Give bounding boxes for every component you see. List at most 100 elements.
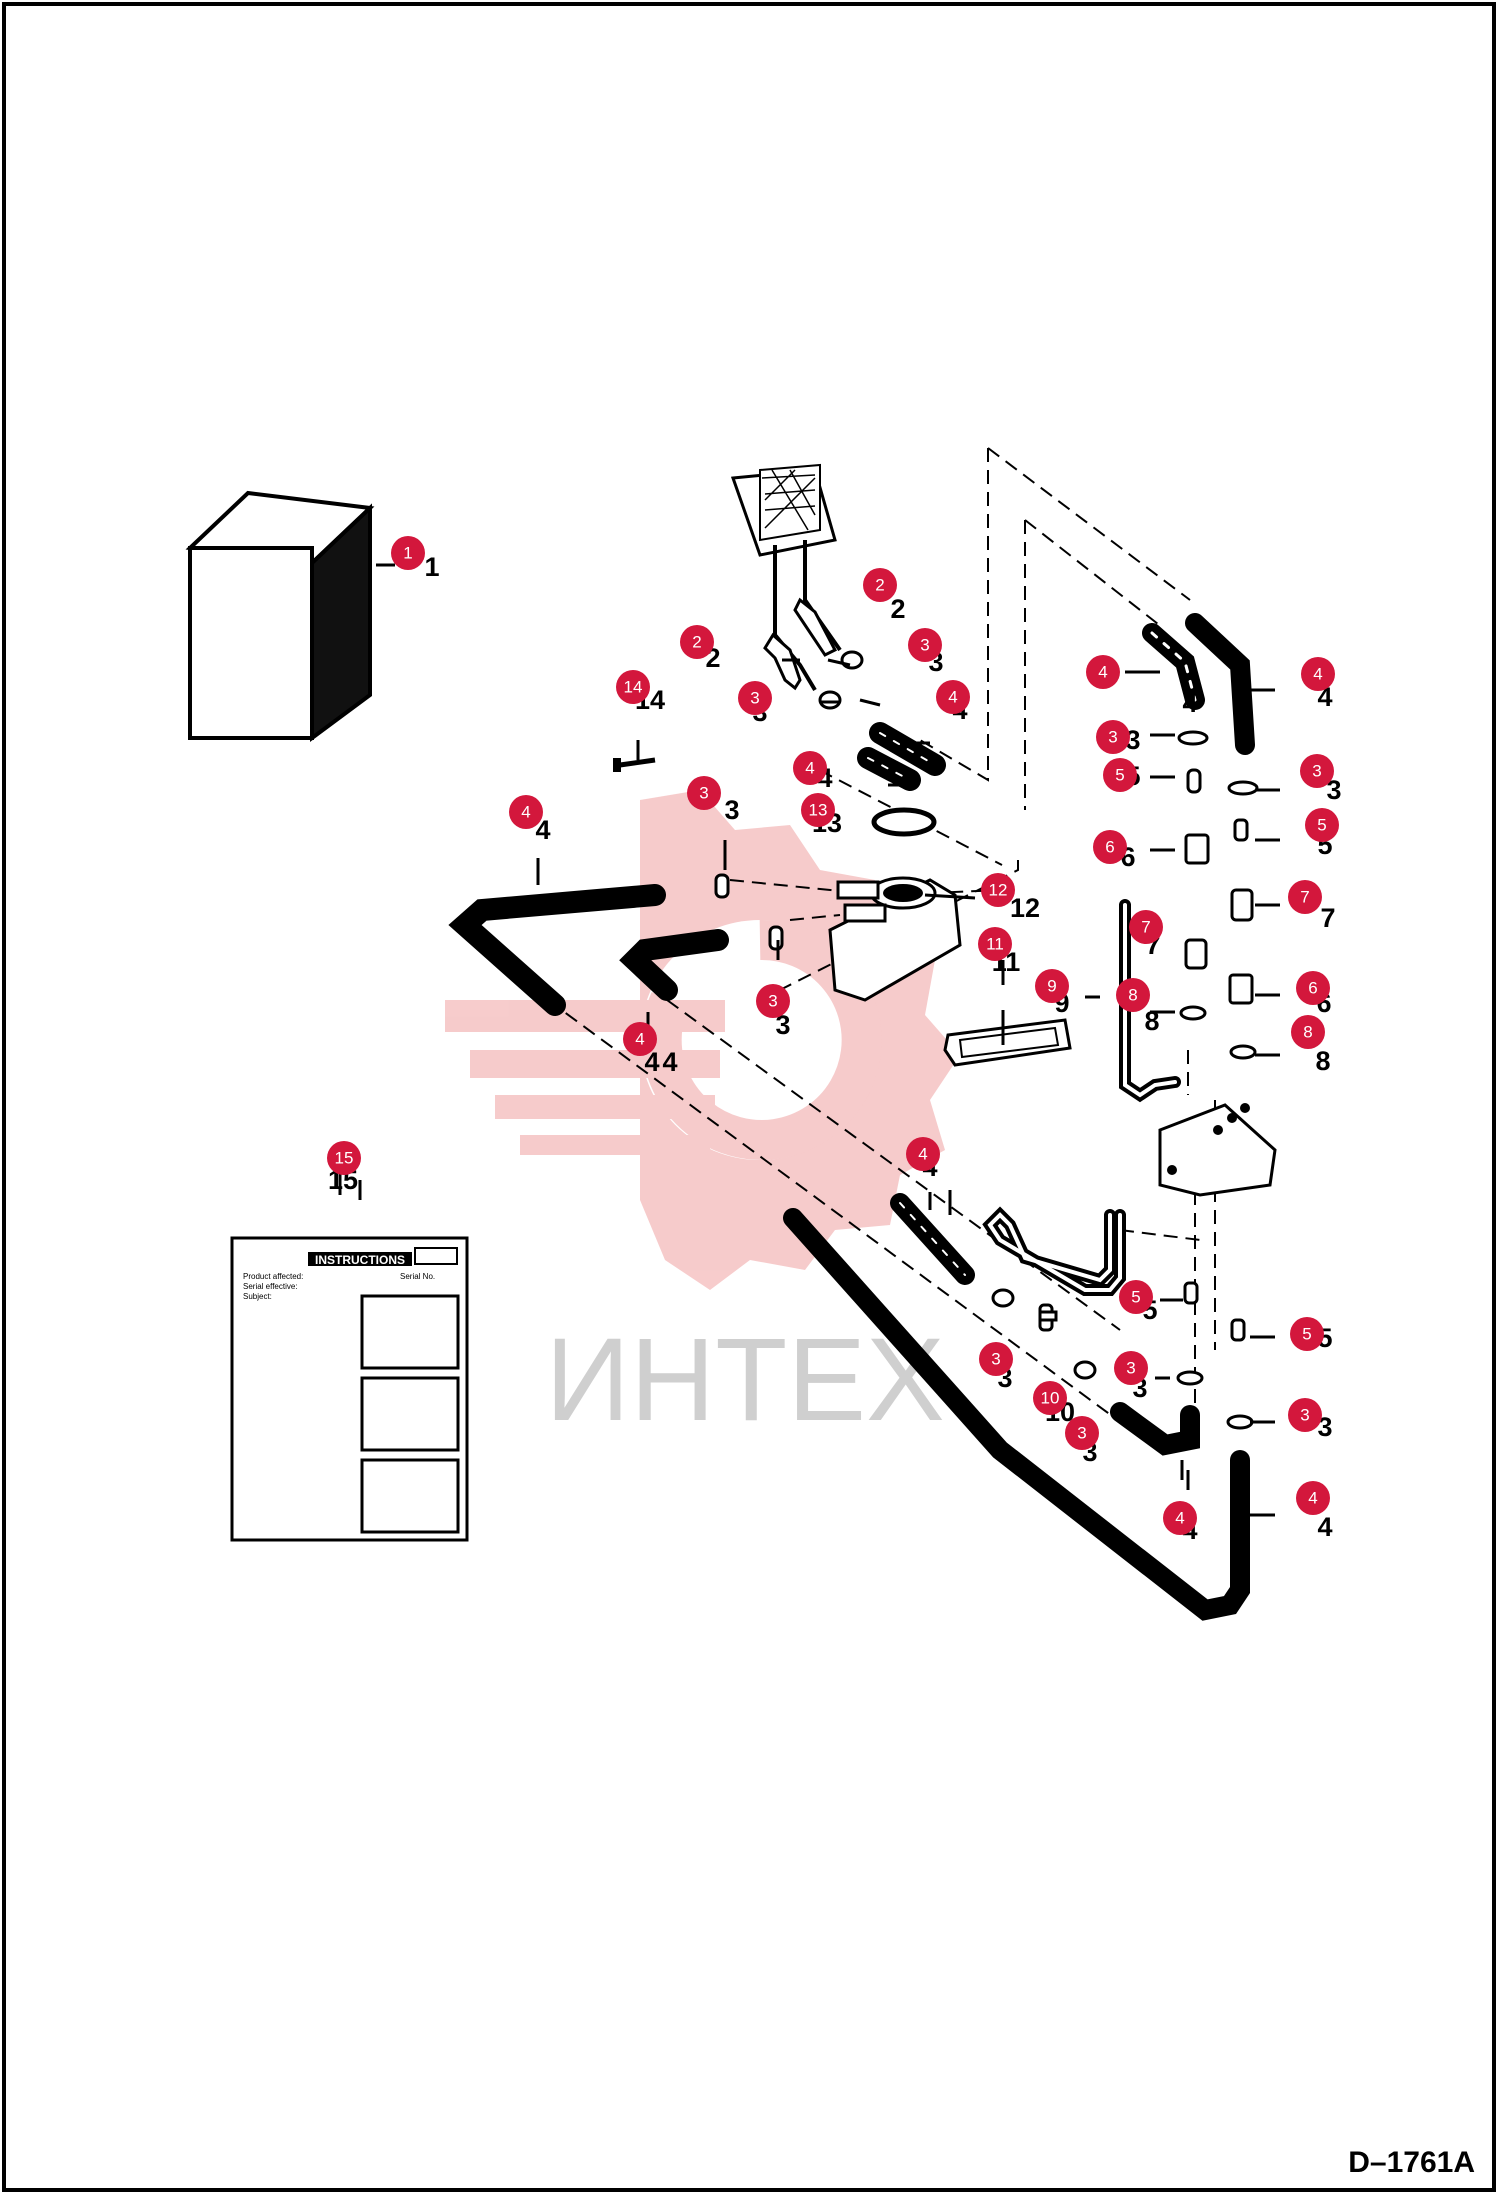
callout-c5c: 5 [1119,1280,1153,1314]
part-number-n4e: 4 [644,1047,659,1077]
instruction-line-2: Serial effective: [243,1282,298,1291]
fittings [714,597,1259,1430]
callout-label: 5 [1131,1288,1140,1307]
callout-label: 1 [403,544,412,563]
callout-c3j: 3 [1288,1398,1322,1432]
callout-c4d: 4 [623,1022,657,1056]
callout-c5b: 5 [1305,808,1339,842]
part-number-n4d: 4 [662,1047,677,1077]
callout-label: 6 [1105,838,1114,857]
callout-label: 4 [918,1145,927,1164]
callout-c2a: 2 [863,568,897,602]
callout-badge [1119,1280,1153,1314]
callout-c5a: 5 [1103,758,1137,792]
callout-c7a: 7 [1129,910,1163,944]
callout-c6b: 6 [1296,971,1330,1005]
callout-label: 7 [1300,888,1309,907]
callout-c1: 1 [391,536,425,570]
callout-label: 11 [986,935,1004,954]
callout-label: 8 [1128,986,1137,1005]
callout-badge [756,984,790,1018]
callout-label: 3 [1108,728,1117,747]
part-number-n4f: 4 [1182,688,1197,718]
kit-box [59,490,375,742]
callout-badge [981,873,1015,907]
callout-label: 6 [1308,979,1317,998]
callout-badge [1288,880,1322,914]
callout-label: 5 [1317,816,1326,835]
bolt [613,757,656,772]
callout-badge [1305,808,1339,842]
callout-badge [1065,1416,1099,1450]
callout-label: 4 [1098,663,1107,682]
callout-badge [1163,1501,1197,1535]
callout-badge [1033,1381,1067,1415]
instruction-header: INSTRUCTIONS [315,1253,405,1267]
callout-c5d: 5 [1290,1317,1324,1351]
callout-label: 10 [1041,1389,1060,1408]
callout-label: 4 [635,1030,644,1049]
hoses [448,613,1255,1621]
callout-c10: 10 [1033,1381,1067,1415]
callout-badge [978,927,1012,961]
callout-badge [687,776,721,810]
callout-badge [1035,969,1069,1003]
callout-label: 3 [750,689,759,708]
instruction-card: INSTRUCTIONS Product affected: Serial ef… [230,1236,469,1542]
part-number-n12: 12 [1010,893,1040,923]
callout-label: 4 [1175,1509,1184,1528]
callout-c8b: 8 [1291,1015,1325,1049]
callout-c15: 15 [327,1141,361,1175]
callout-c3f: 3 [1300,754,1334,788]
callout-c3a: 3 [908,628,942,662]
watermark-logo [445,790,960,1290]
callout-label: 3 [991,1350,1000,1369]
instruction-serial: Serial No. [400,1272,435,1281]
part-number-n7b: 7 [1320,903,1335,933]
callout-label: 8 [1303,1023,1312,1042]
callout-label: 2 [692,633,701,652]
callout-label: 3 [1126,1359,1135,1378]
callout-badge [1296,1481,1330,1515]
callout-label: 4 [805,759,814,778]
callout-c4a: 4 [936,680,970,714]
callout-label: 7 [1141,918,1150,937]
callout-badge [616,670,650,704]
callout-c3h: 3 [1114,1351,1148,1385]
callout-label: 14 [624,678,643,697]
callout-label: 13 [809,801,828,820]
callout-c3e: 3 [1096,720,1130,754]
callout-c7b: 7 [1288,880,1322,914]
part-number-n8a: 8 [1144,1006,1159,1036]
callout-c14: 14 [616,670,650,704]
callout-badge [327,1141,361,1175]
callout-badge [1093,830,1127,864]
callout-c3c: 3 [687,776,721,810]
callout-c2b: 2 [680,625,714,659]
callout-label: 2 [875,576,884,595]
valve-assembly [828,807,1072,1067]
part-number-n2a: 2 [890,594,905,624]
callout-label: 3 [1312,762,1321,781]
callout-badge [1086,655,1120,689]
callout-c12: 12 [981,873,1015,907]
callout-badge [1291,1015,1325,1049]
callout-c3d: 3 [756,984,790,1018]
callout-badge [793,751,827,785]
callout-c4i: 4 [1296,1481,1330,1515]
callout-badge [1301,657,1335,691]
callout-badge [863,568,897,602]
callout-label: 3 [1300,1406,1309,1425]
callout-c8a: 8 [1116,978,1150,1012]
callout-badge [801,793,835,827]
callout-badge [1116,978,1150,1012]
callout-c6a: 6 [1093,830,1127,864]
callout-badge [1103,758,1137,792]
callout-c4b: 4 [793,751,827,785]
part-number-n1: 1 [424,552,439,582]
callout-label: 3 [1077,1424,1086,1443]
callout-c9: 9 [1035,969,1069,1003]
callout-label: 4 [1308,1489,1317,1508]
